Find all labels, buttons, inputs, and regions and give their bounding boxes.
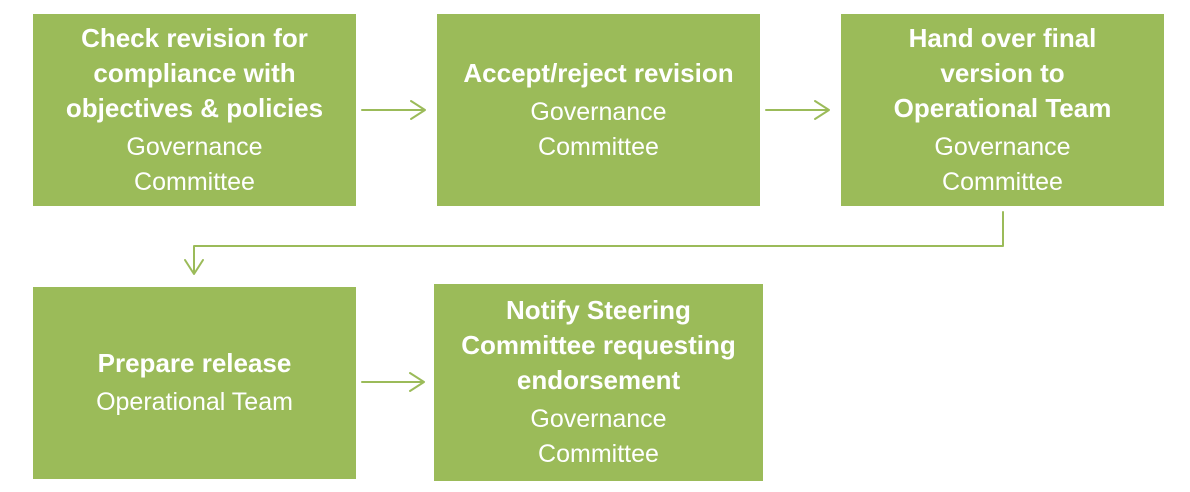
step-title: Check revision for compliance with objec… (65, 22, 324, 123)
step-check-revision: Check revision for compliance with objec… (33, 14, 356, 206)
arrow-2-to-3 (765, 100, 830, 120)
step-owner: Governance Committee (126, 132, 263, 196)
step-owner: Governance Committee (530, 405, 667, 468)
arrow-4-to-5 (361, 372, 425, 392)
step-title: Notify Steering Committee requesting end… (461, 295, 736, 395)
step-title: Prepare release (97, 348, 292, 378)
step-notify-steering: Notify Steering Committee requesting end… (434, 284, 763, 481)
step-prepare-release: Prepare release Operational Team (33, 287, 356, 479)
step-hand-over: Hand over final version to Operational T… (841, 14, 1164, 206)
arrow-1-to-2 (361, 100, 426, 120)
step-title: Accept/reject revision (463, 57, 734, 88)
step-title: Hand over final version to Operational T… (893, 22, 1112, 123)
step-accept-reject: Accept/reject revision Governance Commit… (437, 14, 760, 206)
arrow-3-to-4 (184, 211, 1004, 275)
step-owner: Governance Committee (530, 97, 667, 161)
step-owner: Operational Team (96, 388, 293, 416)
step-owner: Governance Committee (934, 132, 1071, 196)
